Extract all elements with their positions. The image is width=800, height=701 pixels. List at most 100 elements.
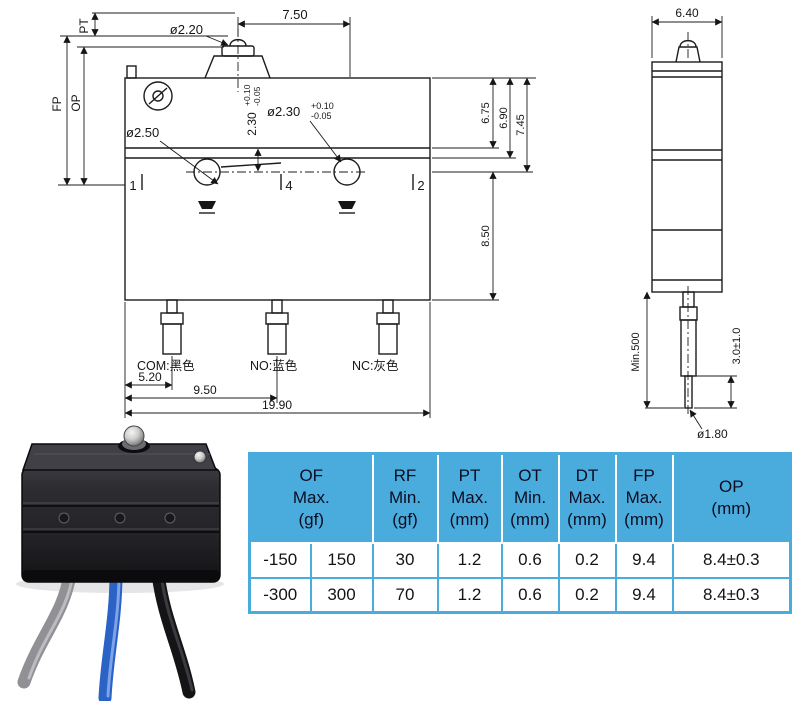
header-line: Max. (292, 488, 330, 508)
header-line: (gf) (298, 510, 325, 530)
hole-right-tol-minus: -0.05 (311, 111, 332, 121)
plunger-housing (204, 55, 271, 79)
plunger-dia-label: ø2.20 (170, 22, 203, 37)
terminal-4-label: 4 (285, 178, 292, 193)
side-crimp (679, 306, 698, 321)
photo-plunger-button (118, 425, 150, 453)
header-line: (mm) (449, 510, 490, 530)
cell-fp: 9.4 (614, 576, 674, 614)
terminal-2-label: 2 (417, 178, 424, 193)
cell-fp: 9.4 (614, 541, 674, 579)
header-line: PT (458, 466, 481, 486)
front-labels: PT FP OP ø2.20 7.50 ø2.30 +0.10 -0.05 2.… (50, 7, 527, 412)
cell-rf: 30 (371, 541, 439, 579)
contact-slot-right (338, 201, 356, 209)
product-photo (16, 425, 224, 701)
switch-body-side (651, 39, 723, 409)
col-header-op: OP (mm) (671, 452, 792, 544)
fp-label: FP (50, 96, 64, 111)
side-pin (682, 291, 695, 308)
top-width-label: 7.50 (282, 7, 307, 22)
front-view: PT FP OP ø2.20 7.50 ø2.30 +0.10 -0.05 2.… (50, 7, 536, 418)
hole-right-dia-label: ø2.30 (267, 104, 300, 119)
cell-of: 300 (309, 576, 374, 614)
cell-model: -300 (248, 576, 312, 614)
header-line: OT (518, 466, 542, 486)
com-wire-black (151, 567, 196, 699)
side-plunger-dome (679, 39, 697, 48)
header-line: (mm) (510, 510, 550, 530)
dim-520-label: 5.20 (138, 370, 162, 384)
col-header-fp: FP Max. (mm) (614, 452, 674, 544)
front-dimension-lines (58, 12, 536, 418)
wire-no-label: NO:蓝色 (250, 358, 298, 373)
terminal-1-label: 1 (129, 178, 136, 193)
hinge-circle (143, 81, 173, 111)
header-line: (gf) (392, 510, 418, 530)
side-width-label: 6.40 (675, 6, 699, 20)
header-line: (mm) (624, 510, 664, 530)
spec-row-300: -300 300 70 1.2 0.6 0.2 9.4 8.4±0.3 (248, 576, 792, 614)
photo-body-base (22, 570, 220, 582)
cell-of: 150 (309, 541, 374, 579)
header-line: RF (393, 466, 417, 486)
cell-dt: 0.2 (557, 541, 617, 579)
header-line: Max. (451, 488, 488, 508)
hinge-pin (193, 450, 207, 464)
spec-table-container: OF Max. (gf) RF Min. (gf) PT Max. (mm) (248, 452, 792, 614)
photo-seams (23, 502, 219, 533)
plunger-dome (229, 38, 247, 47)
hole-offset-tol-minus: -0.05 (252, 86, 262, 106)
col-header-rf: RF Min. (gf) (371, 452, 439, 544)
header-line: Max. (625, 488, 663, 508)
cell-pt: 1.2 (436, 541, 503, 579)
hole-offset-label: 2.30 (245, 112, 259, 136)
col-header-dt: DT Max. (mm) (557, 452, 617, 544)
hole-right-tol-plus: +0.10 (311, 101, 334, 111)
col-header-of: OF Max. (gf) (248, 452, 374, 544)
header-line: OF (299, 466, 324, 486)
wire-min-length-label: Min.500 (630, 332, 642, 371)
cell-pt: 1.2 (436, 576, 503, 614)
hole-offset-group: 2.30 +0.10 -0.05 (242, 84, 262, 135)
header-line: (mm) (711, 499, 752, 519)
dim-950-label: 9.50 (193, 383, 217, 397)
technical-drawing: PT FP OP ø2.20 7.50 ø2.30 +0.10 -0.05 2.… (50, 6, 743, 441)
op-label: OP (69, 94, 83, 111)
cell-op: 8.4±0.3 (671, 576, 792, 614)
side-labels: 6.40 Min.500 3.0±1.0 ø1.80 (630, 6, 743, 441)
strip-length-label: 3.0±1.0 (731, 328, 743, 365)
side-conductor (684, 375, 693, 409)
lead-terminals (160, 299, 400, 355)
wire-nc-label: NC:灰色 (352, 358, 399, 373)
cell-ot: 0.6 (500, 576, 560, 614)
dim-675-label: 6.75 (480, 102, 492, 123)
body-notch (126, 65, 137, 79)
side-plunger (675, 46, 701, 63)
header-line: (mm) (567, 510, 607, 530)
wire-com-label: COM:黑色 (137, 358, 195, 373)
hole-offset-tol-plus: +0.10 (242, 84, 252, 106)
header-line: DT (575, 466, 599, 486)
side-wire (680, 319, 697, 377)
hole-left-dia-label: ø2.50 (126, 125, 159, 140)
photo-switch-body (21, 467, 221, 583)
nc-wire-gray (17, 567, 77, 689)
cell-model: -150 (248, 541, 312, 579)
side-body-outline (651, 61, 723, 293)
spec-table: OF Max. (gf) RF Min. (gf) PT Max. (mm) (248, 452, 792, 614)
header-line: Min. (513, 488, 547, 508)
contact-slot-left (198, 201, 216, 209)
dim-745-label: 7.45 (515, 114, 527, 135)
col-header-pt: PT Max. (mm) (436, 452, 503, 544)
header-line: FP (633, 466, 655, 486)
cell-dt: 0.2 (557, 576, 617, 614)
header-line: OP (718, 477, 744, 497)
side-dimension-lines (643, 16, 737, 430)
header-line: Max. (568, 488, 606, 508)
cell-op: 8.4±0.3 (671, 541, 792, 579)
switch-body-front (124, 38, 431, 301)
spec-row-150: -150 150 30 1.2 0.6 0.2 9.4 8.4±0.3 (248, 541, 792, 579)
no-wire-blue (98, 567, 123, 701)
dim-850-label: 8.50 (480, 225, 492, 246)
